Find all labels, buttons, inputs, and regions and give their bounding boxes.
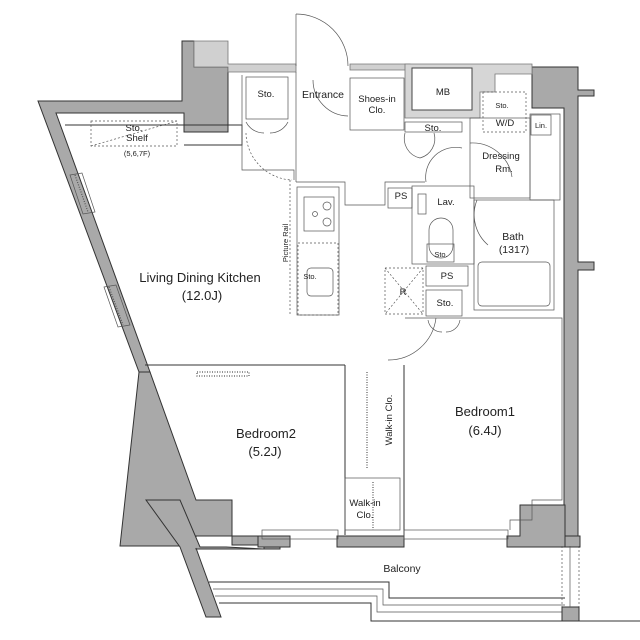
utility-boxes bbox=[245, 76, 469, 317]
room-name-lav: Lav. bbox=[437, 197, 454, 208]
refrigerator-icon bbox=[384, 267, 424, 315]
room-name-shoes-in-clo-line2: Clo. bbox=[369, 105, 386, 116]
storage-shelf-note: (5,6,7F) bbox=[124, 149, 151, 158]
windows bbox=[69, 172, 509, 540]
room-name-entrance: Entrance bbox=[302, 89, 344, 101]
storage-label-wd: Sto. bbox=[495, 101, 508, 110]
fixtures bbox=[90, 91, 552, 531]
room-name-bedroom2: Bedroom2 bbox=[236, 426, 296, 441]
room-name-bedroom1: Bedroom1 bbox=[455, 404, 515, 419]
light-walls bbox=[193, 40, 533, 119]
fixture-label-ps2: PS bbox=[441, 271, 454, 282]
room-name-dressing-line1: Dressing bbox=[482, 151, 520, 162]
room-name-shoes-in-clo-line1: Shoes-in bbox=[358, 94, 396, 105]
room-name-walkin-clo-small-line1: Walk-in bbox=[349, 498, 380, 509]
cooktop-icon bbox=[303, 196, 335, 232]
storage-label-shelf-line2: Shelf bbox=[126, 133, 148, 144]
structural-walls bbox=[37, 40, 595, 618]
storage-label-hall: Sto. bbox=[425, 123, 442, 134]
room-size-bath: (1317) bbox=[499, 244, 529, 256]
room-name-wd: W/D bbox=[496, 118, 515, 129]
room-name-ldk: Living Dining Kitchen bbox=[139, 270, 260, 285]
storage-label-bedroom1: Sto. bbox=[437, 298, 454, 309]
storage-label-toilet: Sto. bbox=[434, 250, 447, 259]
fixture-label-ps1: PS bbox=[395, 191, 408, 202]
storage-label-kitchen: Sto. bbox=[303, 272, 316, 281]
room-size-ldk: (12.0J) bbox=[182, 288, 222, 303]
room-name-lin: Lin. bbox=[535, 121, 547, 130]
room-name-bath: Bath bbox=[502, 231, 524, 243]
fixture-label-refrigerator: R bbox=[400, 287, 407, 298]
room-size-bedroom2: (5.2J) bbox=[248, 444, 281, 459]
storage-label-entrance: Sto. bbox=[258, 89, 275, 100]
room-name-walkin-clo-small-line2: Clo. bbox=[357, 510, 374, 521]
room-size-bedroom1: (6.4J) bbox=[468, 423, 501, 438]
balcony-railing bbox=[209, 546, 640, 622]
storage-label-shelf-line1: Sto. bbox=[126, 123, 143, 134]
room-name-dressing-line2: Rm. bbox=[495, 164, 512, 175]
picture-rail-label: Picture Rail bbox=[281, 224, 290, 263]
room-name-balcony: Balcony bbox=[383, 563, 421, 575]
toilet-icon bbox=[428, 217, 454, 259]
labels: Living Dining Kitchen (12.0J) Bedroom1 (… bbox=[124, 87, 547, 575]
room-name-walkin-clo-vertical: Walk-in Clo. bbox=[384, 395, 395, 446]
doors bbox=[245, 13, 513, 361]
room-name-mb: MB bbox=[436, 87, 450, 98]
